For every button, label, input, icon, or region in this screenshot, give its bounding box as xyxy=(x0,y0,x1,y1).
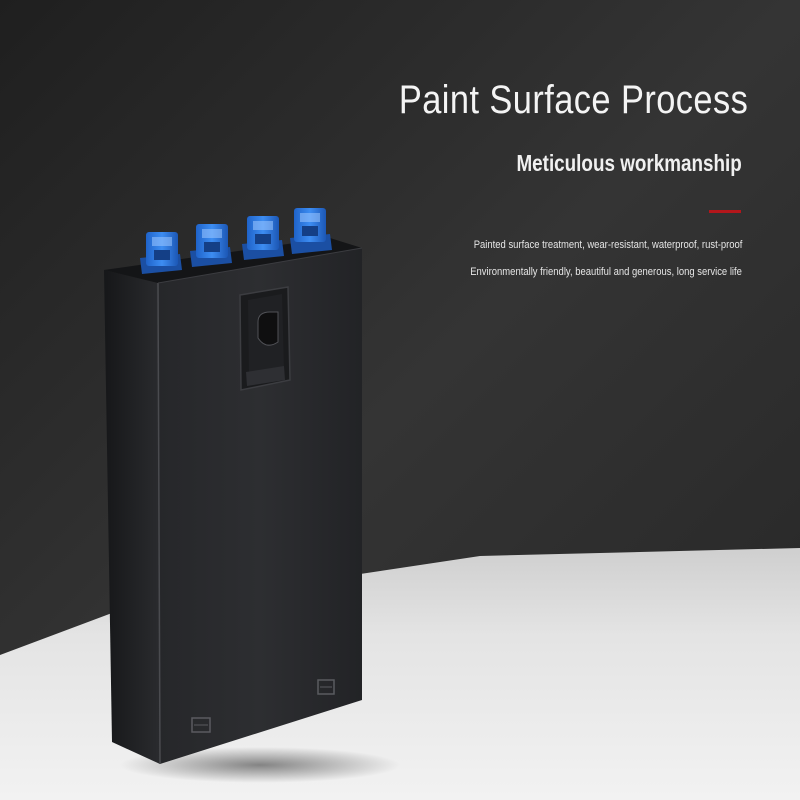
connector-adapter xyxy=(290,208,332,254)
bottom-vent-left xyxy=(191,717,211,733)
box-shadow xyxy=(120,747,400,783)
connector-adapter xyxy=(140,232,182,274)
box-top-edge-highlight xyxy=(157,247,363,284)
accent-divider xyxy=(709,210,741,213)
connector-adapter xyxy=(242,216,284,260)
description-line-1: Painted surface treatment, wear-resistan… xyxy=(473,239,742,251)
box-edge-highlight xyxy=(157,282,161,765)
page-subtitle: Meticulous workmanship xyxy=(516,150,742,176)
description-line-2: Environmentally friendly, beautiful and … xyxy=(470,266,742,278)
connector-adapter xyxy=(190,224,232,267)
box-front-face xyxy=(158,248,362,764)
page-title: Paint Surface Process xyxy=(398,78,748,122)
bottom-vent-right xyxy=(317,679,335,695)
box-side-face xyxy=(104,270,160,764)
latch xyxy=(239,286,291,391)
